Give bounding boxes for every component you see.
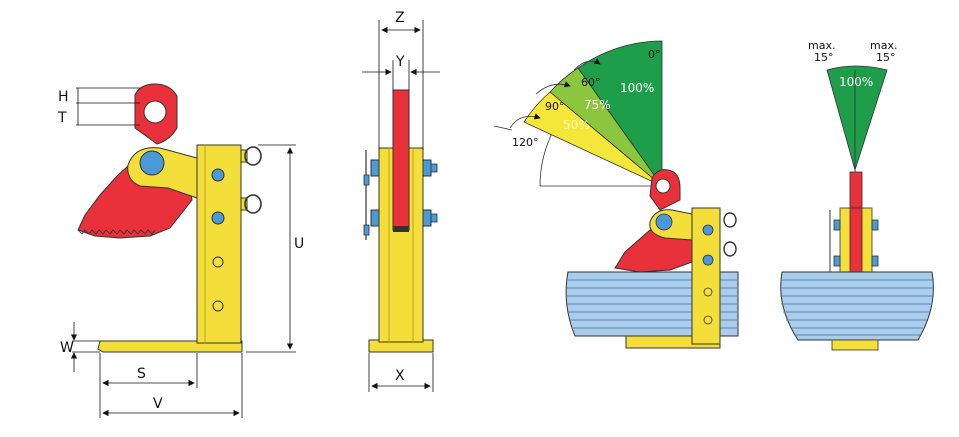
angle-pct-100: 100% bbox=[620, 81, 654, 95]
dimension-x: X bbox=[368, 353, 434, 392]
max-right-label-1: max. bbox=[870, 39, 897, 52]
angle-pct-75: 75% bbox=[584, 98, 611, 112]
dimension-z: Z bbox=[378, 10, 424, 150]
dimension-w: W bbox=[60, 322, 100, 372]
side-view-clamp bbox=[77, 83, 262, 353]
front-angle-pct-100: 100% bbox=[839, 75, 873, 89]
dimension-y: Y bbox=[362, 54, 440, 90]
dim-label-y: Y bbox=[395, 54, 405, 70]
dimension-h-t: H T bbox=[57, 87, 140, 126]
front-angle-diagram: 100% max. 15° max. 15° bbox=[780, 39, 934, 351]
dimension-u: U bbox=[246, 144, 304, 353]
angle-label-120: 120° bbox=[512, 136, 539, 149]
max-right-label-2: 15° bbox=[876, 51, 896, 64]
dim-label-s: S bbox=[137, 366, 146, 382]
dim-label-x: X bbox=[395, 368, 405, 384]
dim-label-v: V bbox=[153, 396, 163, 412]
max-left-label-1: max. bbox=[808, 39, 835, 52]
angle-label-60: 60° bbox=[581, 76, 601, 89]
angle-load-diagram: 100% 75% 50% 0° 60° 90° 120° bbox=[493, 40, 739, 349]
dim-label-h: H bbox=[58, 89, 69, 105]
dim-label-t: T bbox=[57, 110, 67, 126]
angle-label-90: 90° bbox=[545, 100, 565, 113]
angle-pct-50: 50% bbox=[563, 118, 590, 132]
front-view-clamp bbox=[363, 89, 438, 353]
dim-label-u: U bbox=[294, 236, 304, 252]
dimension-s-v: S V bbox=[99, 353, 243, 418]
angle-label-0: 0° bbox=[648, 48, 661, 61]
dim-label-w: W bbox=[60, 340, 74, 356]
max-left-label-2: 15° bbox=[814, 51, 834, 64]
dim-label-z: Z bbox=[395, 10, 405, 26]
